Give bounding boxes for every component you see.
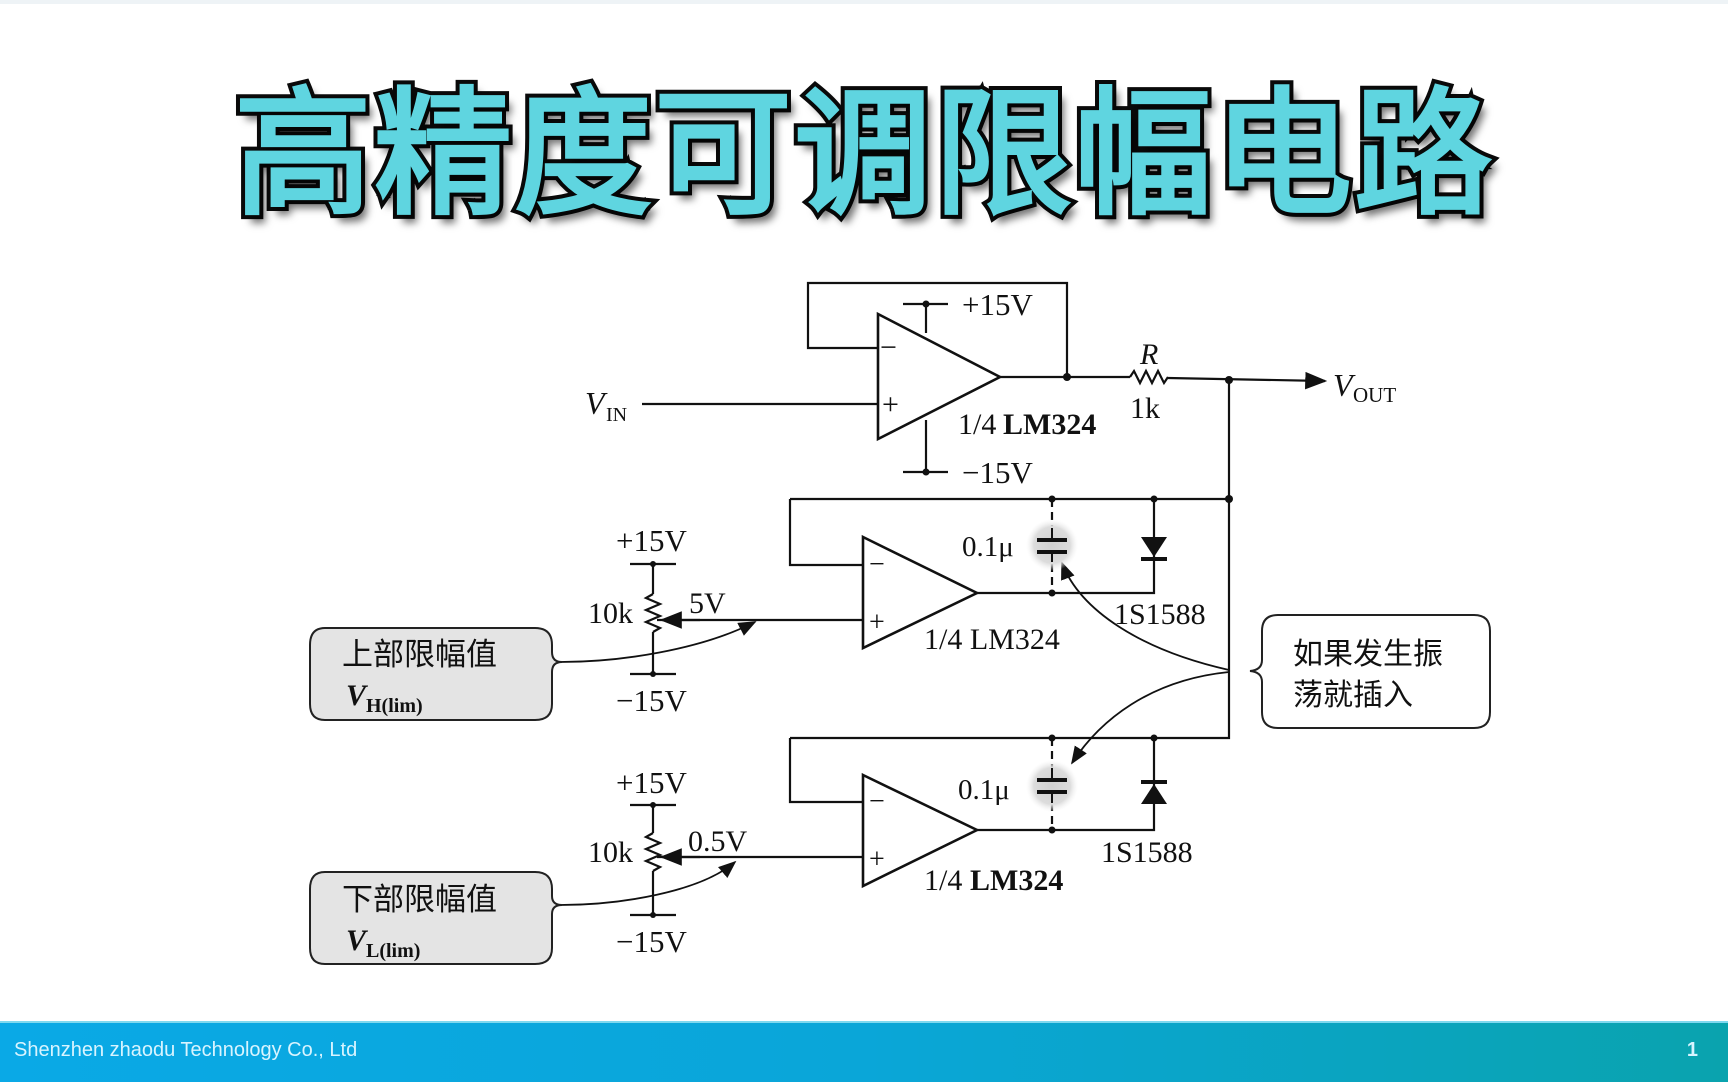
upper-cap-value: 0.1μ <box>962 531 1014 563</box>
upper-pot-supply-neg: −15V <box>616 683 687 718</box>
lower-cap-value: 0.1μ <box>958 774 1010 806</box>
upper-pin-plus: + <box>869 607 885 638</box>
oscillation-note-line2: 荡就插入 <box>1293 678 1413 713</box>
lower-capacitor <box>1026 760 1078 812</box>
upper-limit-callout <box>309 627 563 721</box>
lower-callout-leader <box>559 860 737 906</box>
page-number: 1 <box>1686 1039 1698 1061</box>
buffer-pin-minus: − <box>880 331 897 364</box>
upper-callout-title: 上部限幅值 <box>342 637 497 673</box>
lower-callout-title: 下部限幅值 <box>342 882 497 918</box>
lower-limit-callout <box>309 871 563 965</box>
upper-output-wire <box>977 499 1156 595</box>
top-border <box>0 0 1728 4</box>
lower-callout-sub: L(lim) <box>366 940 420 962</box>
buffer-opamp-frac: 1/4 <box>958 408 996 441</box>
lower-diode-label: 1S1588 <box>1101 836 1193 869</box>
lower-ref-voltage: 0.5V <box>688 825 748 858</box>
resistor-name: R <box>1139 338 1158 371</box>
vout-wire <box>1167 371 1328 390</box>
buffer-supply-neg-label: −15V <box>962 455 1033 490</box>
lower-opamp-part: LM324 <box>970 864 1063 897</box>
vin-label-sub: IN <box>606 404 627 426</box>
buffer-opamp <box>876 311 1003 442</box>
upper-ref-voltage: 5V <box>689 587 726 620</box>
footer-company-name: Shenzhen zhaodu Technology Co., Ltd <box>14 1039 358 1061</box>
upper-opamp-label: 1/4 LM324 <box>924 623 1060 656</box>
resistor-value: 1k <box>1130 392 1160 425</box>
upper-opamp <box>861 534 980 651</box>
buffer-feedback-wire <box>806 281 1069 377</box>
upper-diode <box>1141 537 1167 561</box>
osc-leader-upper <box>1061 561 1230 671</box>
junction-dots <box>650 300 1233 918</box>
lower-output-wire <box>977 738 1156 832</box>
lower-pot-supply-neg: −15V <box>616 924 687 959</box>
upper-capacitor <box>1026 519 1078 571</box>
upper-diode-label: 1S1588 <box>1114 598 1206 631</box>
oscillation-note-line1: 如果发生振 <box>1293 637 1443 672</box>
buffer-supply-pos-label: +15V <box>962 287 1033 322</box>
osc-leader-lower <box>1071 671 1230 765</box>
upper-callout-sub: H(lim) <box>366 695 423 717</box>
slide-title: 高精度可调限幅电路 <box>230 70 1496 239</box>
upper-callout-leader <box>559 621 757 663</box>
upper-pin-minus: − <box>869 549 885 580</box>
lower-opamp <box>861 772 980 889</box>
lower-inverting-wire <box>788 738 863 804</box>
lower-pin-minus: − <box>869 786 885 817</box>
buffer-pin-plus: + <box>882 388 899 421</box>
upper-potentiometer <box>643 593 663 633</box>
vout-label-main: V <box>1333 367 1356 403</box>
upper-inverting-wire <box>788 499 863 567</box>
lower-diode <box>1141 780 1167 804</box>
lower-opamp-frac: 1/4 <box>924 864 962 897</box>
lower-pot-value: 10k <box>588 836 633 869</box>
footer-bar: Shenzhen zhaodu Technology Co., Ltd 1 <box>0 1021 1728 1082</box>
upper-callout-symbol: V <box>346 679 369 712</box>
lower-pin-plus: + <box>869 844 885 875</box>
buffer-opamp-part: LM324 <box>1003 408 1096 441</box>
oscillation-note-callout <box>1249 614 1491 729</box>
lower-callout-symbol: V <box>346 924 369 957</box>
lower-pot-supply-pos: +15V <box>616 765 687 800</box>
lower-potentiometer <box>643 832 663 872</box>
upper-pot-supply-pos: +15V <box>616 523 687 558</box>
resistor-r <box>1129 368 1169 386</box>
upper-pot-value: 10k <box>588 597 633 630</box>
vout-label-sub: OUT <box>1353 383 1396 407</box>
vin-label-main: V <box>585 385 608 421</box>
